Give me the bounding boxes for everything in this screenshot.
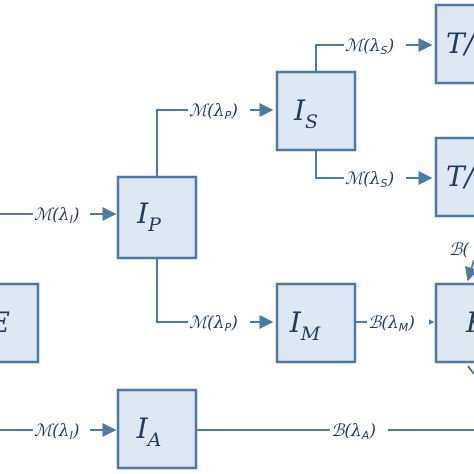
edge-label-im-k: ℬ(λM) — [368, 313, 415, 334]
node-e: E — [0, 282, 40, 364]
node-im: IM — [275, 282, 357, 364]
node-e-label: E — [0, 306, 10, 339]
wire-k-bottom — [467, 365, 474, 375]
edge-label-ip-im: ℳ(λP) — [189, 313, 238, 334]
edge-label-ia-out: ℬ(λA) — [331, 421, 376, 442]
node-ia-label: IA — [136, 412, 162, 451]
node-t1: T/ — [434, 3, 474, 85]
node-k: K — [434, 282, 474, 364]
node-ip: IP — [116, 175, 198, 260]
node-t2: T/ — [434, 136, 474, 218]
node-t2-box — [434, 136, 474, 218]
edge-label-is-t1: ℳ(λS) — [345, 36, 394, 57]
wire-k-top — [464, 259, 474, 282]
edge-label-into-ip: ℳ(λI) — [34, 205, 79, 226]
node-is: IS — [275, 70, 357, 152]
node-k-box — [434, 282, 474, 364]
edge-label-is-t2: ℳ(λS) — [345, 169, 394, 190]
node-t1-box — [434, 3, 474, 85]
node-ia: IA — [116, 388, 198, 470]
node-t1-label: T/ — [446, 27, 474, 60]
node-k-label: K — [465, 306, 474, 339]
edge-labels: ℳ(λI) ℳ(λP) ℳ(λP) ℳ(λS) ℳ(λS) ℬ(λM) ℳ(λI… — [33, 34, 469, 442]
node-t2-label: T/ — [446, 160, 474, 193]
node-im-label: IM — [289, 306, 321, 345]
node-ip-label: IP — [136, 197, 162, 236]
node-ip-box — [116, 175, 198, 260]
node-ia-box — [116, 388, 198, 470]
edge-label-k-top: ℬ( — [449, 240, 469, 260]
node-e-box — [0, 282, 40, 364]
edge-label-into-ia: ℳ(λI) — [34, 421, 79, 442]
node-is-label: IS — [293, 94, 318, 133]
node-im-box — [275, 282, 357, 364]
edge-label-ip-is: ℳ(λP) — [189, 101, 238, 122]
node-is-box — [275, 70, 357, 152]
